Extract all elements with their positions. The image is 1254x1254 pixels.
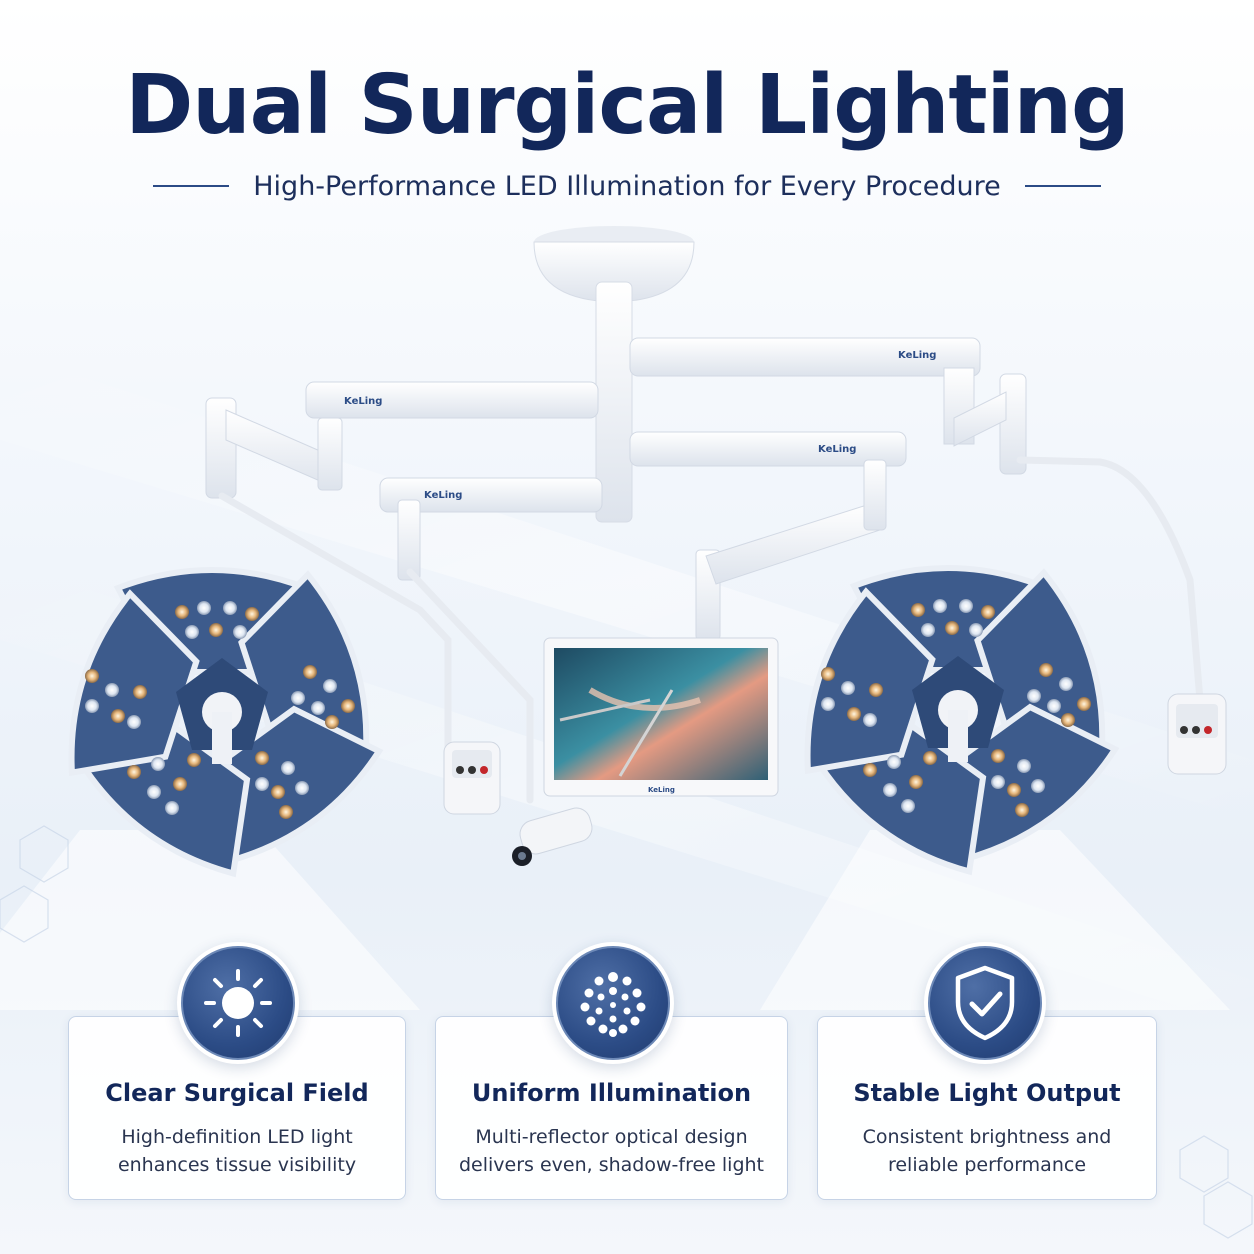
lamp-yokes	[218, 456, 1204, 804]
feature-description-line: reliable performance	[887, 1154, 1087, 1176]
feature-description-line: enhances tissue visibility	[117, 1154, 357, 1176]
feature-title: Stable Light Output	[853, 1079, 1121, 1107]
brand-label-arm: KeLing	[344, 396, 382, 407]
camera-module	[512, 807, 593, 866]
page-subtitle: High-Performance LED Illumination for Ev…	[253, 170, 1001, 202]
arm-lower-left: KeLing	[379, 477, 603, 513]
ceiling-mount	[533, 226, 695, 523]
surgical-monitor: KeLing	[543, 637, 779, 797]
spring-arms	[205, 373, 1027, 641]
feature-description-line: Consistent brightness and	[862, 1126, 1112, 1148]
left-lamp-head	[68, 567, 384, 878]
arm-upper-right: KeLing	[629, 337, 981, 445]
brand-label-arm: KeLing	[424, 490, 462, 501]
right-control-panel	[1167, 693, 1227, 775]
arm-middle-right: KeLing	[629, 431, 907, 467]
feature-description-line: Multi-reflector optical design	[475, 1126, 748, 1148]
subtitle-rule-left	[153, 185, 230, 187]
brand-label-arm: KeLing	[898, 350, 936, 361]
shield-check-icon	[924, 942, 1046, 1064]
left-control-panel	[443, 741, 501, 815]
subtitle-row: High-Performance LED Illumination for Ev…	[0, 166, 1254, 206]
feature-description-line: delivers even, shadow-free light	[458, 1154, 764, 1176]
brand-label-monitor: KeLing	[648, 786, 675, 794]
arm-upper-left: KeLing	[305, 381, 599, 419]
feature-title: Clear Surgical Field	[105, 1079, 369, 1107]
subtitle-rule-right	[1024, 185, 1101, 187]
led-cluster	[821, 599, 1091, 817]
dot-array-icon	[552, 942, 674, 1064]
page-title: Dual Surgical Lighting	[125, 58, 1130, 153]
feature-title: Uniform Illumination	[471, 1079, 752, 1107]
feature-card-uniform-illumination: Uniform Illumination Multi-reflector opt…	[435, 1016, 788, 1200]
feature-card-stable-output: Stable Light Output Consistent brightnes…	[817, 1016, 1157, 1200]
led-cluster	[85, 601, 355, 819]
sun-icon	[177, 942, 299, 1064]
right-lamp-head	[804, 565, 1120, 876]
brand-label-arm: KeLing	[818, 444, 856, 455]
feature-description-line: High-definition LED light	[121, 1126, 353, 1148]
